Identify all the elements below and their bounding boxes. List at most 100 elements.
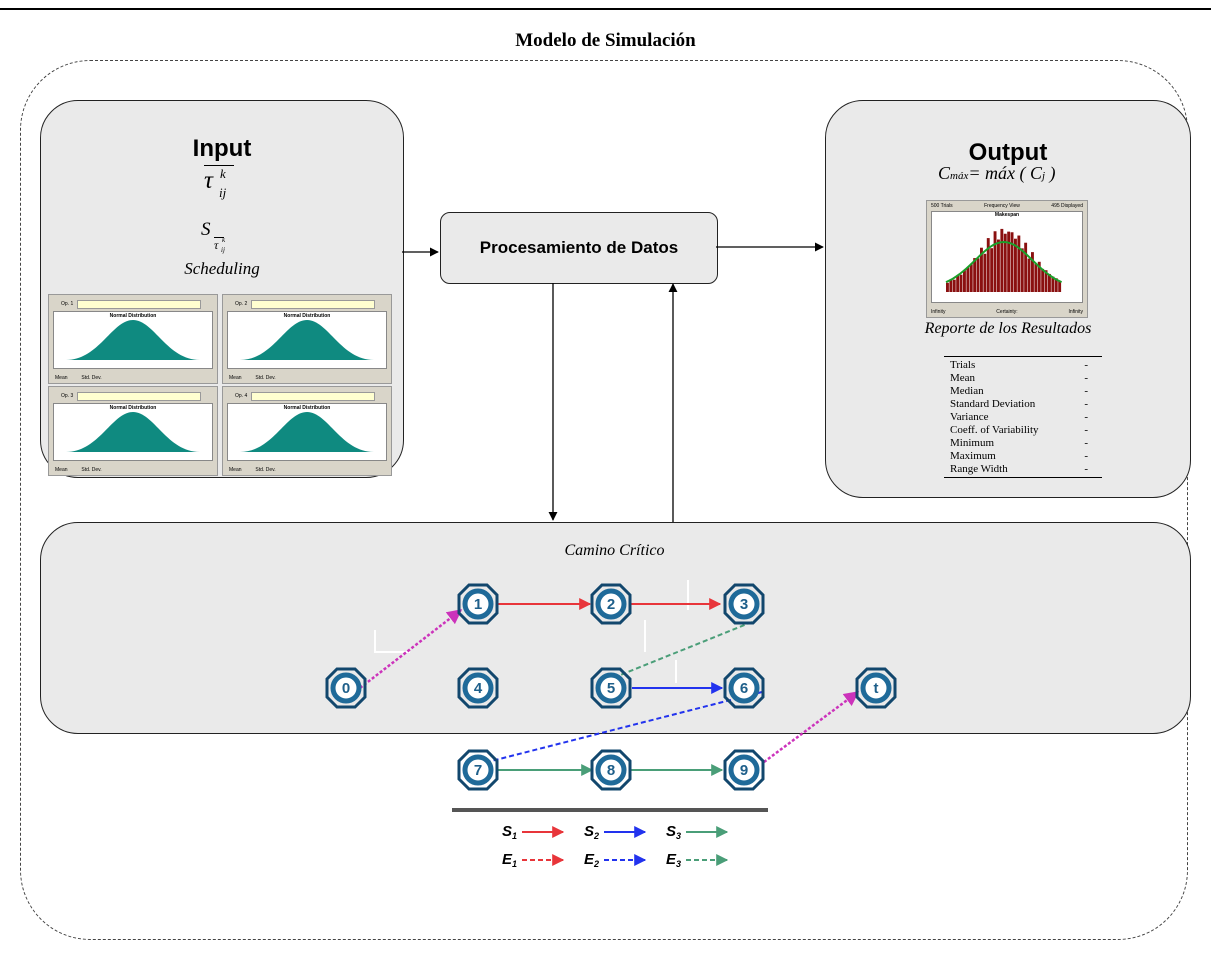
svg-text:7: 7: [474, 762, 482, 779]
dist-title: Normal Distribution: [109, 405, 157, 411]
dist-title: Normal Distribution: [109, 313, 157, 319]
histogram-bar: [1014, 238, 1017, 292]
histogram-bar: [1041, 268, 1045, 292]
stats-table: Trials- Mean- Median- Standard Deviation…: [944, 356, 1102, 478]
histogram-bar: [1058, 280, 1062, 292]
critical-path-label: Camino Crítico: [564, 542, 665, 559]
node-2: 2: [590, 583, 632, 625]
histogram-bar: [997, 239, 1000, 292]
output-title: Output: [968, 139, 1048, 166]
stats-row: Maximum-: [950, 450, 1088, 462]
svg-text:E1: E1: [502, 851, 517, 869]
normal-curve: [240, 412, 374, 452]
histogram-bar: [1010, 232, 1014, 292]
svg-text:4: 4: [474, 680, 483, 697]
histogram-bar: [976, 258, 980, 292]
svg-text:E2: E2: [584, 851, 599, 869]
svg-text:S3: S3: [666, 823, 681, 841]
dist-title: Normal Distribution: [283, 313, 331, 319]
svg-text:6: 6: [740, 680, 748, 697]
histogram-bar: [1027, 258, 1031, 292]
timeline-bar: [452, 808, 768, 812]
stats-row: Median-: [950, 385, 1088, 397]
stats-row: Standard Deviation-: [950, 398, 1088, 410]
svg-text:2: 2: [607, 596, 615, 613]
svg-text:1: 1: [474, 596, 482, 613]
legend-s1: S1: [502, 823, 565, 841]
node-0: 0: [325, 667, 367, 709]
tau-symbol: τ k ij: [202, 163, 242, 203]
histogram-bar: [1054, 278, 1058, 292]
histogram-bar: [1024, 242, 1028, 292]
stats-row: Coeff. of Variability-: [950, 424, 1088, 436]
normal-curve: [66, 412, 200, 452]
cut-marks: [374, 580, 689, 800]
distribution-op3: Op. 3 Normal Distribution Mean Std. Dev.: [48, 386, 218, 476]
svg-text:S2: S2: [584, 823, 599, 841]
node-9: 9: [723, 749, 765, 791]
svg-text:E3: E3: [666, 851, 681, 869]
stats-row: Minimum-: [950, 437, 1088, 449]
makespan-histogram: [945, 228, 1063, 292]
histogram-bar: [946, 282, 949, 292]
histogram-bar: [963, 270, 966, 292]
legend-s3: S3: [666, 823, 729, 841]
node-8: 8: [590, 749, 632, 791]
svg-text:8: 8: [607, 762, 615, 779]
makespan-formula: Cmáx= máx ( Cj ): [938, 163, 1056, 183]
histogram-bar: [980, 247, 983, 292]
histogram-bar: [993, 231, 997, 292]
histogram-bar: [986, 238, 990, 292]
normal-curve: [240, 320, 374, 360]
histogram-bar: [966, 267, 970, 292]
edge-6-7: [462, 691, 763, 772]
histogram-bar: [1000, 228, 1004, 292]
distribution-op2: Op. 2 Normal Distribution Mean Std. Dev.: [222, 294, 392, 384]
legend-s2: S2: [584, 823, 647, 841]
node-4: 4: [457, 667, 499, 709]
histogram-bar: [1048, 273, 1051, 292]
distribution-op4: Op. 4 Normal Distribution Mean Std. Dev.: [222, 386, 392, 476]
svg-text:5: 5: [607, 680, 615, 697]
histogram-bar: [1037, 261, 1041, 292]
histogram-bar: [952, 279, 956, 292]
legend-e3: E3: [666, 851, 729, 869]
legend: S1 S2 S3 E1 E2 E3: [502, 823, 729, 869]
histogram-bar: [983, 253, 987, 292]
histogram-bar: [1020, 248, 1024, 292]
report-label: Reporte de los Resultados: [924, 320, 1092, 337]
stats-row: Mean-: [950, 372, 1088, 384]
edge-0-1: [359, 609, 463, 689]
histogram-bar: [1007, 231, 1011, 292]
histogram-bar: [990, 248, 994, 292]
std-dev-symbol: S τ k ij: [201, 219, 226, 254]
node-5: 5: [590, 667, 632, 709]
stats-row: Range Width-: [950, 463, 1088, 475]
node-1: 1: [457, 583, 499, 625]
top-rule: [0, 8, 1211, 10]
node-7: 7: [457, 749, 499, 791]
dist-title: Normal Distribution: [283, 405, 331, 411]
svg-text:0: 0: [342, 680, 350, 697]
stats-row: Trials-: [950, 359, 1088, 371]
histogram-bar: [1034, 263, 1038, 292]
node-6: 6: [723, 667, 765, 709]
histogram-bar: [1031, 252, 1034, 292]
node-t: t: [855, 667, 897, 709]
histogram-bar: [1017, 235, 1021, 292]
histogram-bar: [973, 258, 977, 292]
diagram-title: Modelo de Simulación: [515, 30, 696, 51]
input-title: Input: [192, 135, 252, 162]
makespan-chart-title: Makespan: [994, 212, 1020, 218]
histogram-bar: [956, 275, 960, 292]
histogram-bar: [959, 274, 963, 292]
edge-9-t: [763, 690, 860, 764]
normal-curve: [66, 320, 200, 360]
svg-text:9: 9: [740, 762, 748, 779]
histogram-bar: [1003, 233, 1007, 292]
stats-row: Variance-: [950, 411, 1088, 423]
histogram-bar: [949, 279, 953, 292]
fit-curve: [945, 240, 1063, 284]
simulation-model-boundary: [20, 60, 1188, 940]
